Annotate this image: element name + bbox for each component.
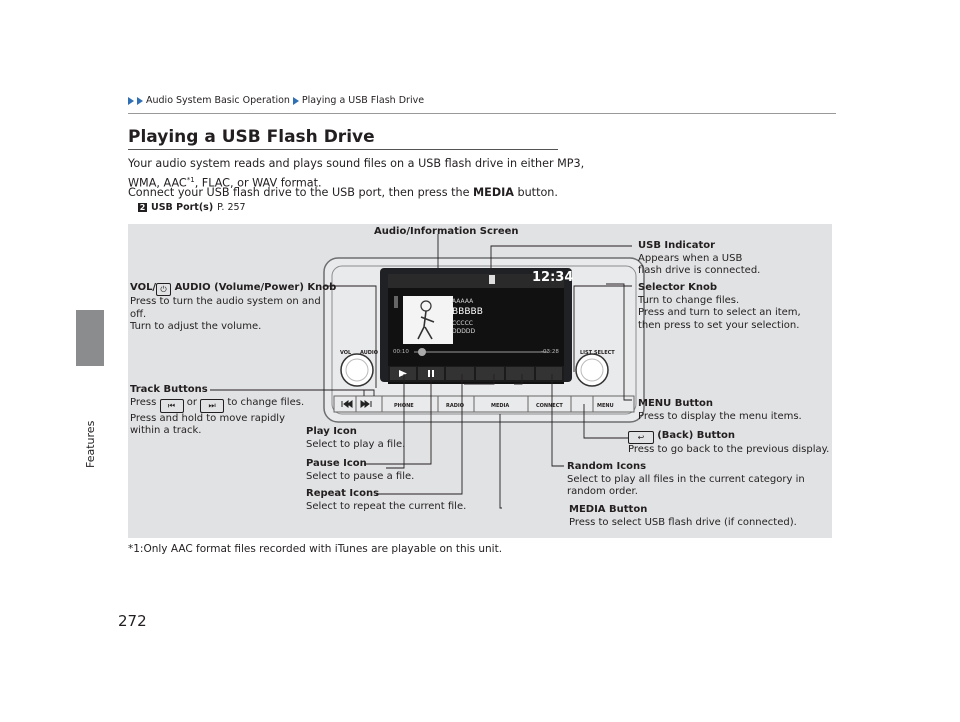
callout-text: Select to play all files in the current … [567,473,805,485]
breadcrumb: Audio System Basic Operation Playing a U… [128,95,424,106]
breadcrumb-item[interactable]: Playing a USB Flash Drive [301,95,425,106]
callout-title: Pause Icon [306,458,367,469]
xref-label[interactable]: USB Port(s) [151,202,214,213]
callout-text: off. [130,308,147,320]
repeat-icons-callout: Repeat Icons Select to repeat the curren… [306,488,466,513]
track-buttons-callout: Track Buttons Press ⏮ or ⏭ to change fil… [130,384,304,438]
list-label: LIST [580,350,593,356]
callout-title: Selector Knob [638,282,718,293]
callout-text: Press and hold to move rapidly [130,412,285,424]
body-text: button. [513,186,558,199]
callout-title: USB Indicator [638,240,716,251]
breadcrumb-arrow-icon [292,96,299,105]
breadcrumb-item[interactable]: Audio System Basic Operation [146,95,290,106]
section-tab [76,310,104,366]
page-title: Playing a USB Flash Drive [128,127,375,147]
back-icon: ↩ [628,431,654,444]
callout-text: flash drive is connected. [638,265,761,276]
genre-text: DDDDD [452,328,476,335]
xref-page[interactable]: P. 257 [217,202,246,213]
callout-title: MENU Button [638,398,714,409]
menu-button[interactable]: MENU [597,403,614,409]
title-rule [128,149,558,150]
audio-unit-diagram [210,234,645,509]
track-title-text: AAAAA [452,298,474,305]
callout-text: Press to go back to the previous display… [628,444,830,455]
power-icon: ⏻ [156,283,172,296]
media-button[interactable]: MEDIA [491,403,510,409]
callout-title: AUDIO (Volume/Power) Knob [171,282,337,293]
remaining-time: -03:28 [541,349,559,355]
callout-text: within a track. [130,425,202,436]
callout-text: then press to set your selection. [638,319,800,331]
callout-text: Turn to change files. [638,294,740,306]
selector-knob-callout: Selector Knob Turn to change files. Pres… [638,282,801,332]
play-icon-callout: Play Icon Select to play a file. [306,426,405,451]
elapsed-time: 00:10 [393,349,409,355]
body-line: Connect your USB flash drive to the USB … [128,185,558,201]
skip-back-icon: ⏮ [159,398,184,413]
breadcrumb-arrow-icon [137,96,143,105]
radio-button[interactable]: RADIO [446,403,464,409]
body-line: Your audio system reads and plays sound … [128,157,585,170]
callout-title: Repeat Icons [306,488,380,499]
body-text: Connect your USB flash drive to the USB … [128,186,474,199]
callout-title: Track Buttons [130,384,208,395]
media-button-callout: MEDIA Button Press to select USB flash d… [569,504,797,529]
callout-title: MEDIA Button [569,504,648,515]
callout-title: Play Icon [306,426,357,437]
footnote-ref[interactable]: *1 [186,176,195,184]
back-button-callout: ↩ (Back) Button Press to go back to the … [628,430,829,457]
vol-label: VOL [340,350,352,356]
track-artist-text: BBBBB [452,307,483,317]
phone-button[interactable]: PHONE [394,403,414,409]
callout-text: Turn to adjust the volume. [130,321,262,332]
body-text: , FLAC, or WAV format. [194,176,322,190]
callout-text: Press to turn the audio system on and [130,296,321,307]
callout-title: Audio/Information Screen [374,226,519,237]
body-text: WMA, AAC [128,176,187,190]
usb-indicator-callout: USB Indicator Appears when a USB flash d… [638,240,760,278]
callout-title: Random Icons [567,461,647,472]
cross-reference[interactable]: 2 USB Port(s) P. 257 [138,202,246,213]
callout-text: Press to display the menu items. [638,410,802,422]
pause-icon-callout: Pause Icon Select to pause a file. [306,458,414,483]
callout-text: to change files. [227,396,305,408]
audio-label: AUDIO [360,350,379,356]
callout-text: Appears when a USB [638,252,743,264]
callout-text: Select to repeat the current file. [306,500,467,512]
random-icons-callout: Random Icons Select to play all files in… [567,461,805,499]
section-label: Features [84,420,97,468]
callout-text: Press to select USB flash drive (if conn… [569,516,797,528]
screen-callout: Audio/Information Screen [374,226,519,239]
menu-button-callout: MENU Button Press to display the menu it… [638,398,802,423]
footnote: *1:Only AAC format files recorded with i… [128,543,503,555]
reference-icon: 2 [138,203,147,212]
callout-title: VOL/ [130,282,157,293]
callout-title: (Back) Button [657,430,736,441]
volume-knob-callout: VOL/⏻ AUDIO (Volume/Power) Knob Press to… [130,282,336,334]
page-number: 272 [118,612,147,630]
callout-text: Select to play a file. [306,438,406,450]
skip-forward-icon: ⏭ [200,398,225,413]
callout-text: Press [130,396,157,408]
album-text: CCCCC [452,320,473,327]
select-label: SELECT [594,350,615,356]
media-term: MEDIA [473,186,514,199]
callout-text: Press and turn to select an item, [638,307,801,318]
connect-button[interactable]: CONNECT [536,403,563,409]
breadcrumb-arrow-icon [128,96,134,105]
header-rule [128,113,836,114]
callout-text: random order. [567,486,638,497]
body-line: WMA, AAC*1, FLAC, or WAV format. [128,172,322,192]
callout-text: or [186,396,197,408]
figure-panel: 12:34 AAAAA BBBBB CCCCC DDDDD 00:10 -03:… [128,224,832,538]
callout-text: Select to pause a file. [306,470,415,482]
clock-display: 12:34 [532,270,574,285]
